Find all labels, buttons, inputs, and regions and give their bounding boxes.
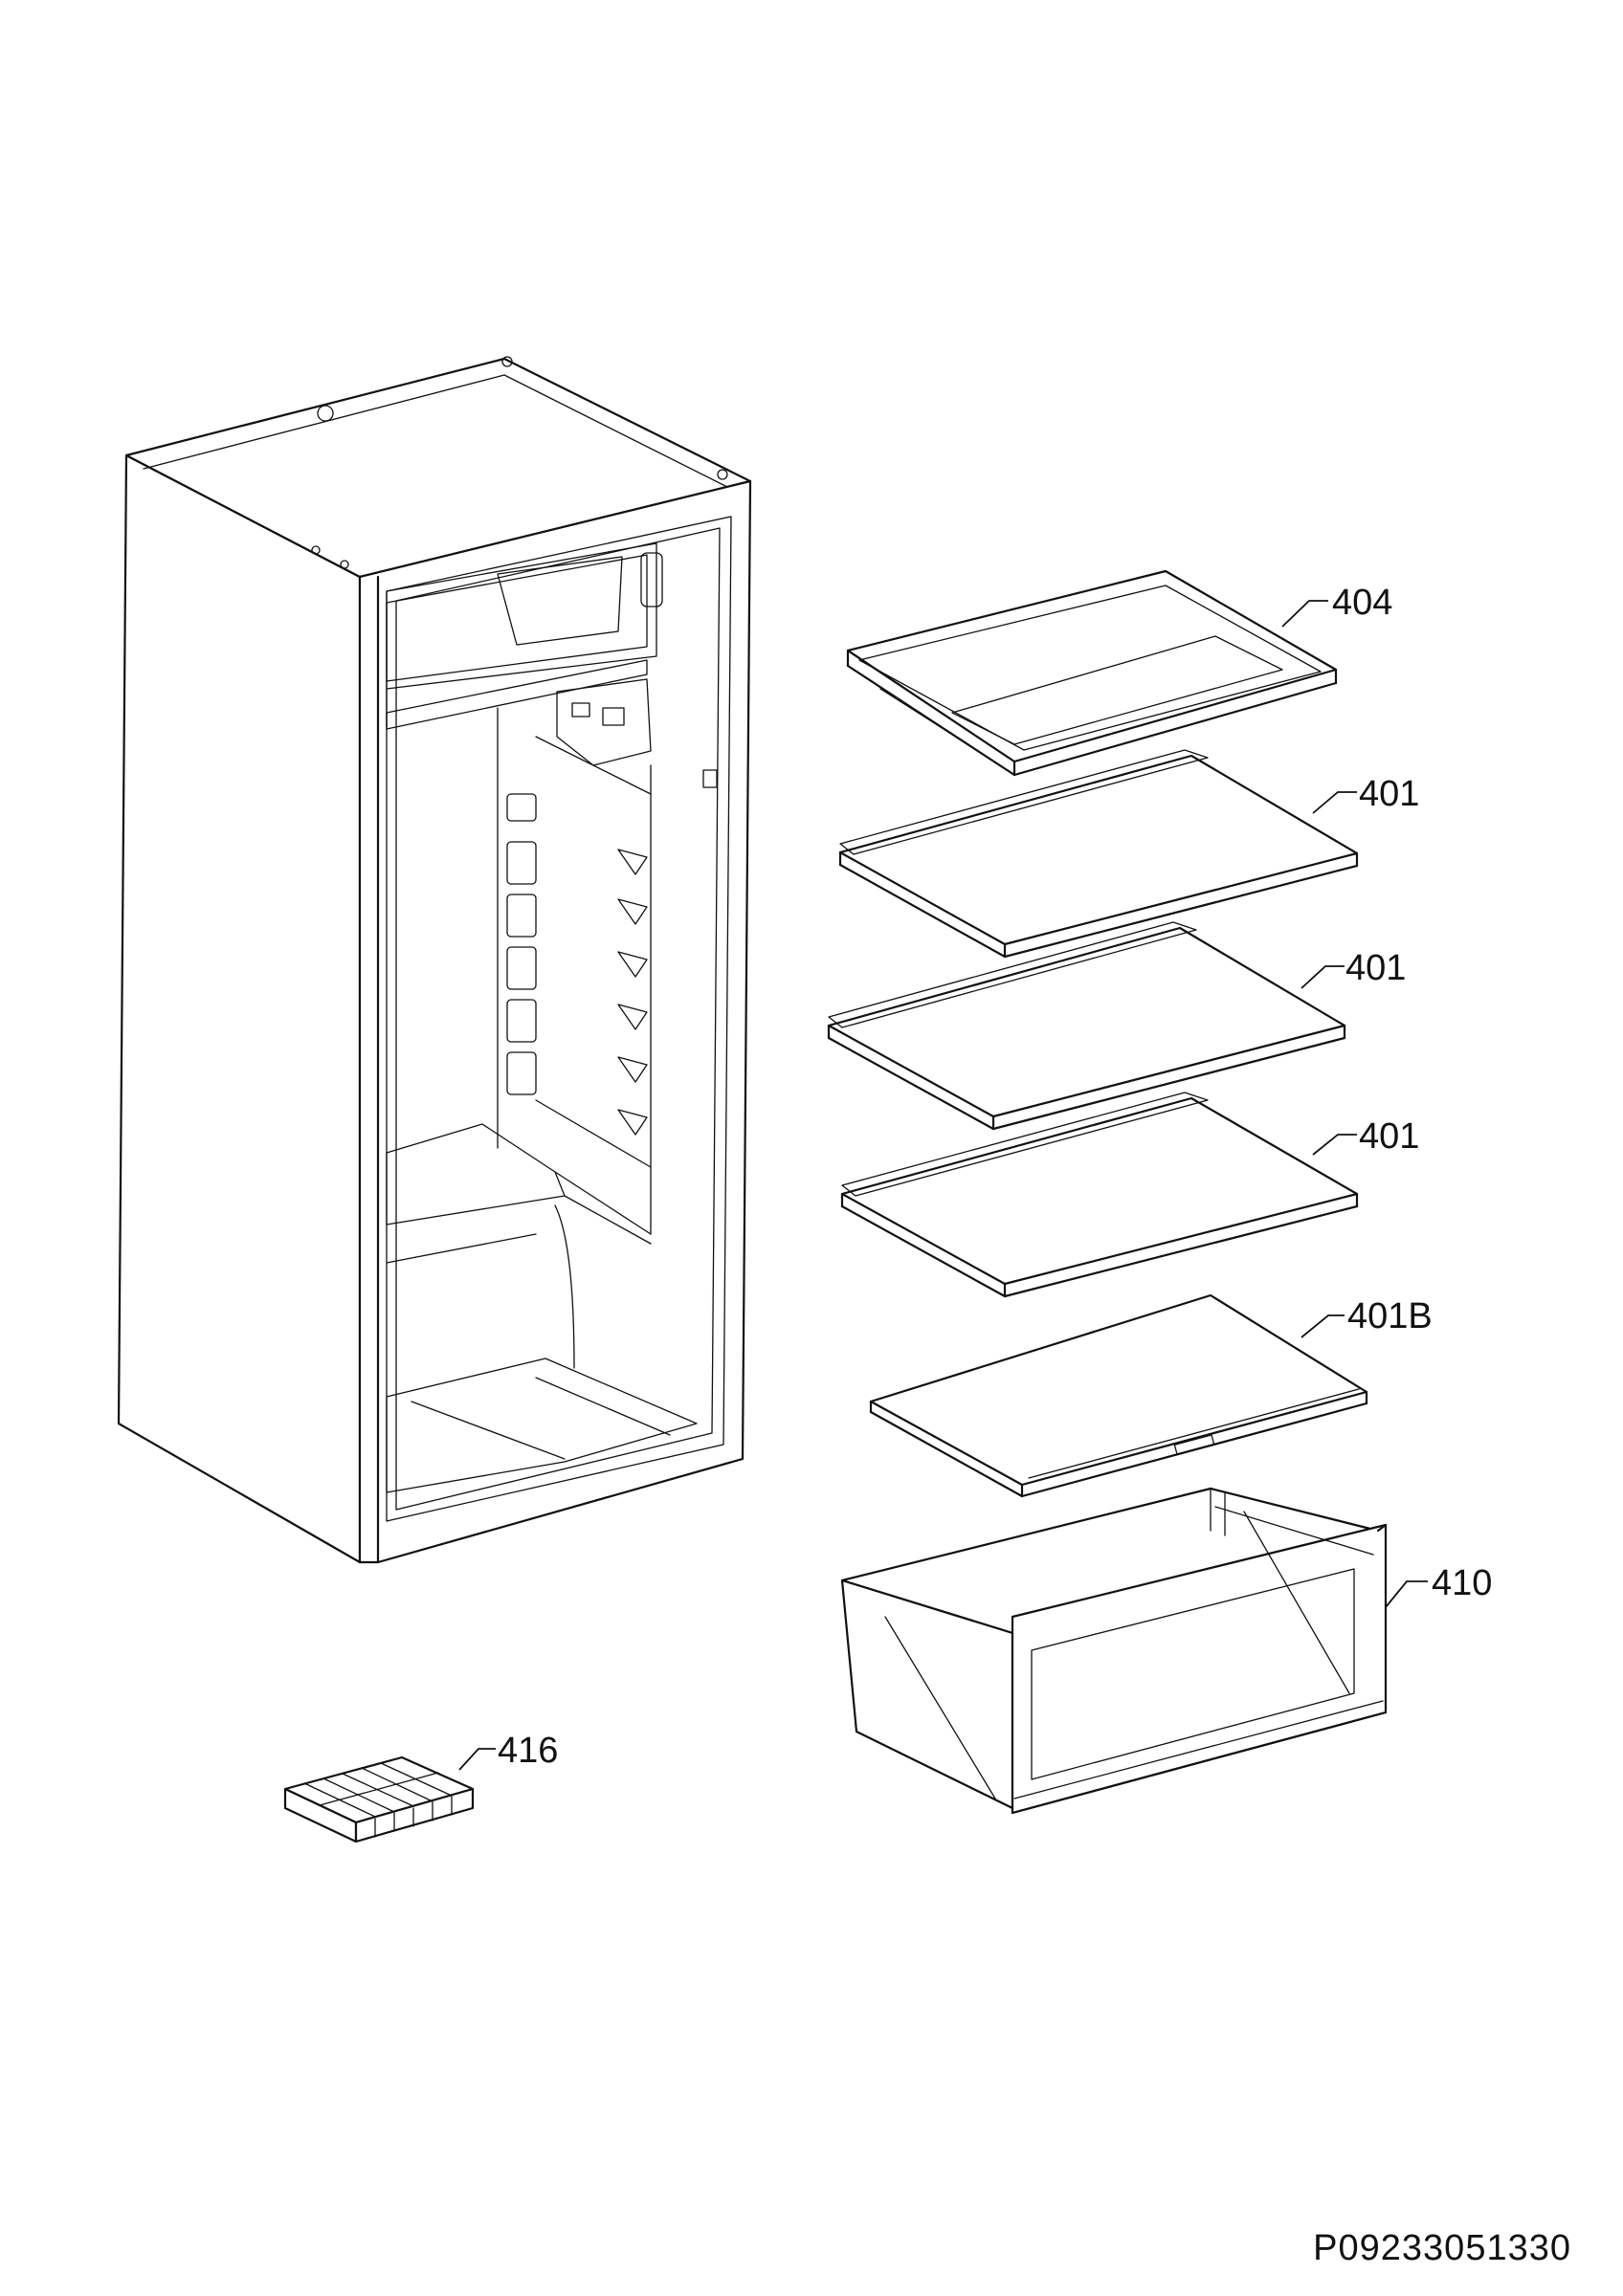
part-401-shelf-2 [827,921,1346,1131]
label-401-shelf-1: 401 [1359,774,1419,814]
fridge-cabinet [117,356,752,1564]
shelf-supports [506,793,537,1095]
shelf-hooks [617,849,648,1136]
label-401-shelf-3: 401 [1359,1116,1419,1157]
part-410-crisper-drawer [840,1487,1388,1815]
leader-lines [458,600,1428,1771]
label-401B: 401B [1347,1296,1433,1336]
part-401-shelf-3 [840,1092,1359,1298]
label-404: 404 [1332,583,1392,623]
part-416-ice-tray [283,1755,475,1843]
label-410: 410 [1432,1563,1492,1603]
label-416: 416 [498,1731,558,1771]
label-401-shelf-2: 401 [1345,948,1406,988]
part-401-shelf-1 [838,749,1359,959]
part-401B-crisper-cover [869,1293,1368,1498]
part-404-shelf [846,569,1338,777]
drawing-code: P09233051330 [1313,2228,1571,2268]
